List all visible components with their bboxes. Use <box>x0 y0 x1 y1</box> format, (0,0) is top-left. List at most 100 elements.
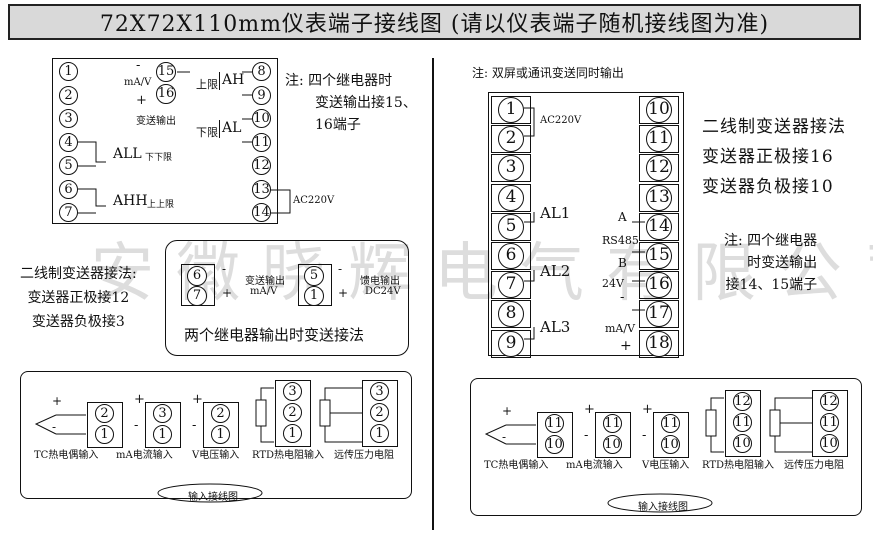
input-minus: - <box>502 430 507 444</box>
input-terminal: 10 <box>820 434 839 453</box>
input-terminal-frame <box>362 380 398 447</box>
terminal-cell <box>639 183 679 212</box>
terminal-8: 8 <box>498 301 524 328</box>
input-terminal: 2 <box>283 403 302 422</box>
terminal-6: 6 <box>498 243 524 269</box>
rt-power-wire <box>524 107 535 137</box>
input-terminal-frame <box>653 412 689 458</box>
rp-wire <box>324 387 362 400</box>
terminal-cell <box>491 271 531 300</box>
input-plus: + <box>134 392 145 407</box>
rtd-wire <box>260 387 274 400</box>
input-terminal: 11 <box>545 414 564 433</box>
input-terminal: 11 <box>733 413 752 432</box>
right-two-wire-note: 二线制变送器接法 变送器正极接16 变送器负极接10 <box>702 112 846 202</box>
terminal-cell <box>639 125 679 154</box>
power-label: AC220V <box>293 195 335 206</box>
left-two-wire-note: 二线制变送器接法: 变送器正极接12 变送器负极接3 <box>20 262 137 334</box>
terminal-cell <box>639 212 679 241</box>
input-terminal: 2 <box>211 404 230 423</box>
terminal-9: 9 <box>252 85 271 105</box>
input-plus: + <box>642 402 653 417</box>
rtd-wire <box>710 436 724 453</box>
input-label: V电压输入 <box>192 450 240 461</box>
input-caption-ellipse <box>607 493 713 513</box>
title-banner: 72X72X110mm仪表端子接线图 (请以仪表端子随机接线图为准) <box>8 4 861 40</box>
terminal-2: 2 <box>498 126 524 153</box>
terminal-18: 18 <box>646 330 672 357</box>
relay-note-line: 接14、15端子 <box>725 277 818 293</box>
input-minus: - <box>192 418 197 433</box>
relay-note-line: 时变送输出 <box>747 255 818 271</box>
relay-terminal: 1 <box>304 286 324 306</box>
relay-plus: + <box>338 286 349 300</box>
terminal-15: 15 <box>646 243 672 269</box>
input-terminal: 1 <box>153 425 172 444</box>
alarm-ll-sub: 下下限 <box>145 153 173 163</box>
left-note: 注: 四个继电器时 变送输出接15、 16端子 <box>285 70 417 136</box>
terminal-5: 5 <box>498 213 524 240</box>
right-input-box <box>470 378 862 516</box>
input-terminal: 3 <box>283 382 302 401</box>
terminal-7: 7 <box>498 272 524 299</box>
rp-wire <box>774 397 812 410</box>
left-note-line: 变送输出接15、 <box>315 95 417 111</box>
terminal-cell <box>639 154 679 183</box>
rt-24v: 24V <box>602 277 624 290</box>
input-label: V电压输入 <box>642 460 690 471</box>
input-terminal: 2 <box>95 404 114 423</box>
terminal-3: 3 <box>498 155 524 182</box>
input-plus: + <box>192 392 203 407</box>
two-wire-line: 变送器负极接3 <box>31 314 125 330</box>
rt-rs485: RS485 <box>602 234 639 247</box>
terminal-14: 14 <box>646 213 672 240</box>
rt-alarm-wire <box>524 270 535 282</box>
input-plus: + <box>52 394 63 408</box>
input-caption: 输入接线图 <box>638 502 688 513</box>
terminal-14: 14 <box>252 203 271 222</box>
input-minus: - <box>134 418 139 433</box>
relay-caption: 两个继电器输出时变送接法 <box>184 326 365 344</box>
terminal-13: 13 <box>252 179 271 199</box>
input-terminal-frame <box>87 402 123 448</box>
terminal-10: 10 <box>252 109 271 128</box>
rt-al1: AL1 <box>540 204 571 222</box>
lower-limit-box <box>219 120 240 138</box>
terminal-17: 17 <box>646 301 672 328</box>
lower-limit-label: 下限 <box>196 126 218 139</box>
right-relay-note: 注: 四个继电器 时变送输出 接14、15端子 <box>724 230 817 296</box>
input-terminal: 10 <box>545 435 564 454</box>
rt-power: AC220V <box>540 115 582 126</box>
input-terminal: 10 <box>603 435 622 454</box>
alarm-wire <box>78 188 106 207</box>
input-terminal: 1 <box>95 425 114 444</box>
relay-label1b: mA/V <box>250 286 278 297</box>
terminal-16: 16 <box>646 272 672 299</box>
rt-alarm-wire <box>524 327 535 340</box>
input-minus: - <box>584 428 589 443</box>
terminal-2: 2 <box>59 85 78 105</box>
input-terminal: 1 <box>370 424 389 443</box>
rt-al2: AL2 <box>540 262 571 280</box>
rt-ma-v: mA/V <box>605 322 636 335</box>
terminal-7: 7 <box>59 203 78 222</box>
input-terminal: 2 <box>370 403 389 422</box>
relay-label1: 变送输出 <box>245 276 285 287</box>
terminal-cell <box>639 96 679 124</box>
terminal-13: 13 <box>646 184 672 211</box>
terminal-4: 4 <box>498 184 524 211</box>
terminal-12: 12 <box>252 156 271 175</box>
terminal-cell <box>639 329 679 358</box>
alarm-wire <box>78 141 106 163</box>
terminal-1: 1 <box>59 62 78 81</box>
terminal-cell <box>639 242 679 270</box>
upper-limit-box <box>219 72 240 90</box>
center-divider <box>432 58 434 530</box>
two-wire-line: 变送器正极接12 <box>27 290 130 306</box>
rtd-resistor <box>255 399 267 427</box>
input-terminal: 3 <box>370 382 389 401</box>
terminal-cell <box>491 329 531 358</box>
rtd-wire <box>260 426 274 443</box>
two-wire-line: 变送器负极接10 <box>702 177 834 197</box>
